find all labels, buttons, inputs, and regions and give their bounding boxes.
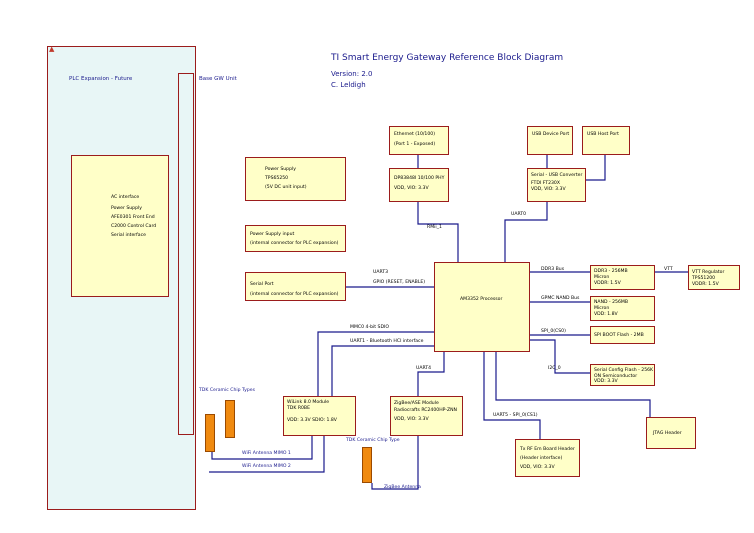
tdk-chip-type-label: TDK Ceramic Chip Type <box>346 438 400 443</box>
zigbee-module-block: ZigBee/ASE Module Radiocrafts RC2400HP-Z… <box>390 396 463 436</box>
ddr3-block: DDR3 - 256MB Micron VDDR: 1.5V <box>590 265 655 290</box>
wifi-antenna-2-label: WiFi Antenna MIMO 2 <box>242 464 291 469</box>
wifi-antenna-1-label: WiFi Antenna MIMO 1 <box>242 451 291 456</box>
usb-host-port-block: USB Host Port <box>582 126 630 155</box>
uart0-label: UART0 <box>511 212 527 217</box>
ethernet-port-block: Ethernet (10/100) (Port 1 - Exposed) <box>389 126 449 155</box>
spi0-label: SPI_0(CS0) <box>541 329 566 334</box>
spi-boot-flash-block: SPI BOOT Flash - 2MB <box>590 326 655 344</box>
ddr-bus-label: DDR3 Bus <box>541 267 565 272</box>
wire-uart4 <box>417 352 445 396</box>
usb-device-port-block: USB Device Port <box>527 126 573 155</box>
rf-header-block: Tx RF Em Board Header (Header interface)… <box>515 439 580 477</box>
uart1-label: UART1 - Bluetooth HCI interface <box>350 339 424 344</box>
mmc-label: MMC0 4-bit SDIO <box>350 325 389 330</box>
wire-rmii <box>417 202 459 262</box>
plc-card-block: AC interface Power Supply AFE0301 Front … <box>71 155 169 297</box>
gpmc-label: GPMC NAND Bus <box>541 296 580 301</box>
uart3-label: UART3 <box>373 270 389 275</box>
base-gw-label: Base GW Unit <box>199 76 237 82</box>
nand-block: NAND - 256MB Micron VDD: 1.8V <box>590 296 655 321</box>
wire-i2c <box>530 339 590 374</box>
wire-wifi-antenna-1 <box>211 436 313 460</box>
gpio-label: GPIO (RESET, ENABLE) <box>373 280 426 285</box>
plc-item: AC interface <box>111 195 140 200</box>
wifi-antenna-2-chip <box>225 400 235 438</box>
power-input-block: Power Supply input (internal connector f… <box>245 225 346 252</box>
tdk-chip-types-label: TDK Ceramic Chip Types <box>199 388 256 393</box>
uart4-label: UART4 <box>416 366 432 371</box>
wire-wifi-antenna-2 <box>209 436 325 473</box>
diagram-author: C. Leldigh <box>331 81 366 89</box>
power-supply-block: Power Supply TPS65250 (5V DC unit input) <box>245 157 346 201</box>
wire-usbhost-serial <box>586 155 606 181</box>
wire-mmc <box>317 331 434 396</box>
uart5-label: UART5 - SPI_0(CS1) <box>493 413 538 418</box>
plc-item: Power Supply <box>111 206 143 211</box>
wire-uart1 <box>331 345 434 396</box>
zigbee-antenna-label: ZigBee Antenna <box>384 485 421 490</box>
jtag-header-block: JTAG Header <box>646 417 696 449</box>
wire-zigbee-antenna <box>371 436 419 490</box>
wire-uart0 <box>504 202 548 262</box>
wilink-module-block: WiLink 8.0 Module TDK R0BE VDD: 3.3V SDI… <box>283 396 356 436</box>
rmii-label: RMii_1 <box>427 225 442 230</box>
diagram-title: TI Smart Energy Gateway Reference Block … <box>331 53 564 63</box>
region-marker-icon: ▲ <box>49 45 55 53</box>
processor-block: AM3352 Processor <box>434 262 530 352</box>
diagram-version: Version: 2.0 <box>331 70 373 78</box>
plc-expansion-label: PLC Expansion - Future <box>69 76 133 82</box>
wire-uart5 <box>483 352 541 439</box>
plc-item: AFE0301 Front End <box>111 215 155 220</box>
serial-usb-converter-block: Serial - USB Converter FTDI FT230X VDD, … <box>527 168 586 202</box>
plc-item: C2000 Control Card <box>111 224 157 229</box>
wifi-antenna-1-chip <box>205 414 215 452</box>
base-gw-region <box>178 73 194 435</box>
plc-item: Serial interface <box>111 233 146 238</box>
zigbee-antenna-chip <box>362 447 372 483</box>
vtt-regulator-block: VTT Regulator TPS51200 VDDR: 1.5V <box>688 265 740 290</box>
phy-block: DP83848I 10/100 PHY VDD, VIO: 3.3V <box>389 168 449 202</box>
i2c-label: I2C_0 <box>548 366 561 371</box>
serial-port-block: Serial Port (internal connector for PLC … <box>245 272 346 301</box>
serial-config-flash-block: Serial Config Flash - 256K ON Semiconduc… <box>590 364 655 386</box>
vtt-label: VTT <box>664 267 673 272</box>
wire-jtag <box>495 352 651 417</box>
